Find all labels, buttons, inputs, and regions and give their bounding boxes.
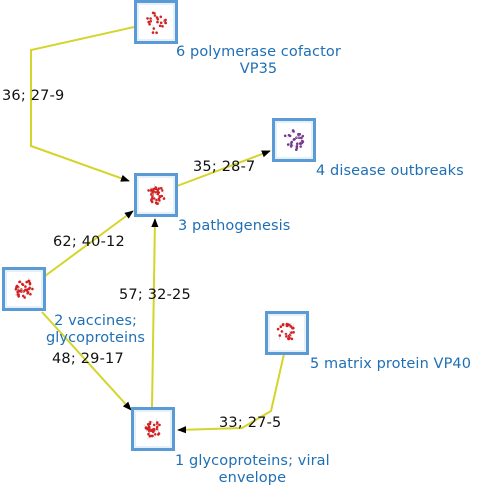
edge-n5-n1[interactable] [177,353,285,434]
edge-n1-n3[interactable] [151,218,159,409]
edge-n2-n3[interactable] [44,210,134,277]
cluster-thumbnail-icon [276,322,295,341]
node-6-label-line-2: VP35 [239,61,278,77]
edge-n3-n4[interactable] [176,150,271,187]
node-1-label-line-2: envelope [218,470,287,486]
edge-n2-n1-label: 48; 29-17 [52,351,124,367]
node-5[interactable] [265,311,309,355]
node-4[interactable] [272,118,316,162]
node-1-label: 1 glycoproteins; viral envelope [175,453,330,487]
cluster-thumbnail-icon [283,129,305,151]
edge-n6-n3[interactable] [30,26,135,182]
node-4-label: 4 disease outbreaks [316,163,464,180]
edge-n1-n3-label: 57; 32-25 [119,287,191,303]
node-2-label-line-1: 2 vaccines; [54,313,137,329]
edge-n5-n1-label: 33; 27-5 [219,415,282,431]
node-1[interactable] [131,407,175,451]
node-3-label: 3 pathogenesis [178,218,290,235]
cluster-thumbnail-icon [143,418,161,440]
node-4-label-line-1: 4 disease outbreaks [316,163,464,179]
cluster-thumbnail-icon [146,11,167,34]
cluster-thumbnail-icon [14,277,34,299]
node-3[interactable] [134,173,178,217]
node-5-label: 5 matrix protein VP40 [310,356,471,373]
node-5-label-line-1: 5 matrix protein VP40 [310,356,472,372]
node-2-label: 2 vaccines; glycoproteins [46,313,145,347]
node-2-label-line-2: glycoproteins [46,330,146,346]
node-1-label-line-1: 1 glycoproteins; viral [175,453,330,469]
edge-n2-n3-label: 62; 40-12 [53,234,125,250]
node-6-label: 6 polymerase cofactor VP35 [176,44,341,78]
cluster-thumbnail-icon [147,183,166,205]
node-3-label-line-1: 3 pathogenesis [178,218,291,234]
edge-n3-n4-label: 35; 28-7 [193,159,256,175]
node-2[interactable] [2,267,46,311]
edge-n2-n1[interactable] [41,311,132,411]
node-6-label-line-1: 6 polymerase cofactor [176,44,341,60]
edge-n6-n3-label: 36; 27-9 [2,88,65,104]
node-6[interactable] [134,0,178,44]
